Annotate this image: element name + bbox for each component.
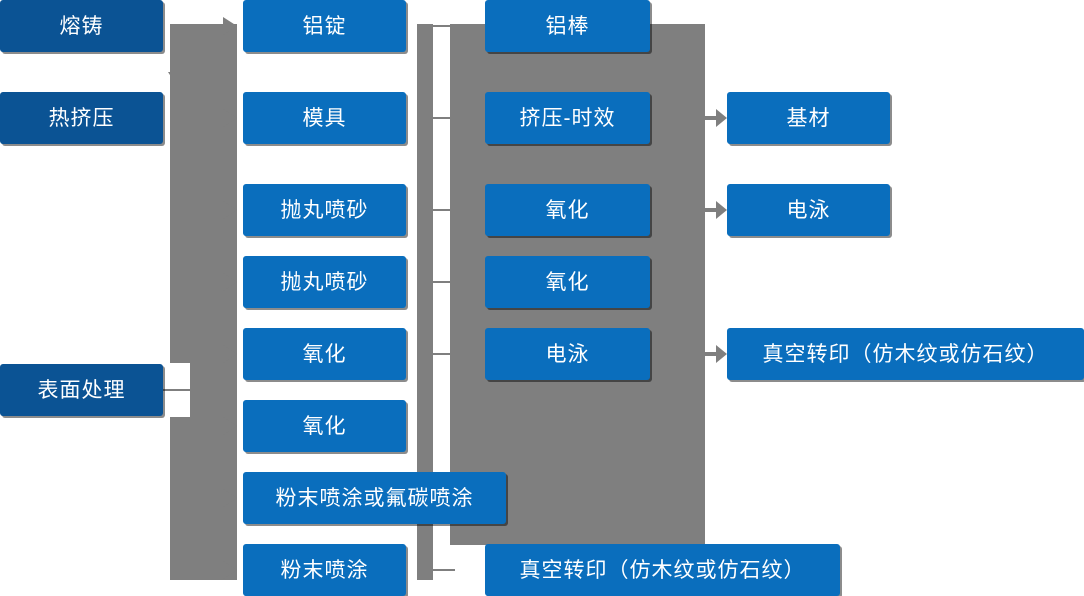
res-oxidation-1-label: 氧化 <box>545 198 590 222</box>
op-oxidation-2-label: 氧化 <box>302 414 347 438</box>
res-vacuum-transfer-mid[interactable]: 真空转印（仿木纹或仿石纹） <box>485 544 840 596</box>
stage-surface-finish-label: 表面处理 <box>37 378 126 402</box>
stage-hot-extrusion[interactable]: 热挤压 <box>0 92 163 144</box>
bus-arrowhead-6 <box>223 417 237 435</box>
op-oxidation-1-label: 氧化 <box>302 342 347 366</box>
arrow-to-substrate <box>705 109 727 127</box>
res-electrophoresis[interactable]: 电泳 <box>485 328 650 380</box>
bus-arrowhead-7 <box>223 489 237 507</box>
stage-melt-cast[interactable]: 熔铸 <box>0 0 163 52</box>
res-vacuum-transfer-mid-label: 真空转印（仿木纹或仿石纹） <box>519 558 806 582</box>
connector-tick-2 <box>431 117 455 119</box>
op-powder-coating[interactable]: 粉末喷涂 <box>243 544 406 596</box>
stage-surface-finish[interactable]: 表面处理 <box>0 364 163 416</box>
bus-arrowhead-5 <box>223 345 237 363</box>
op-shot-blast-1-label: 抛丸喷砂 <box>280 198 369 222</box>
out-substrate-label: 基材 <box>786 106 831 130</box>
out-vacuum-transfer[interactable]: 真空转印（仿木纹或仿石纹） <box>727 328 1084 380</box>
res-oxidation-2[interactable]: 氧化 <box>485 256 650 308</box>
stage-hot-extrusion-label: 热挤压 <box>48 106 115 130</box>
connector-surface-to-bus <box>163 389 191 391</box>
connector-tick-4 <box>431 281 455 283</box>
res-electrophoresis-label: 电泳 <box>545 342 590 366</box>
op-die-mold[interactable]: 模具 <box>243 92 406 144</box>
op-shot-blast-2-label: 抛丸喷砂 <box>280 270 369 294</box>
res-extrusion-aging[interactable]: 挤压-时效 <box>485 92 650 144</box>
op-shot-blast-1[interactable]: 抛丸喷砂 <box>243 184 406 236</box>
op-oxidation-1[interactable]: 氧化 <box>243 328 406 380</box>
bus-arrowhead-3 <box>223 201 237 219</box>
stage-melt-cast-label: 熔铸 <box>59 14 104 38</box>
out-electrophoresis[interactable]: 电泳 <box>727 184 890 236</box>
out-electrophoresis-label: 电泳 <box>786 198 831 222</box>
bus-arrowhead-4 <box>223 273 237 291</box>
op-aluminum-ingot[interactable]: 铝锭 <box>243 0 406 52</box>
op-shot-blast-2[interactable]: 抛丸喷砂 <box>243 256 406 308</box>
connector-tick-3 <box>431 209 455 211</box>
op-oxidation-2[interactable]: 氧化 <box>243 400 406 452</box>
arrow-to-electrophoresis <box>705 201 727 219</box>
op-die-mold-label: 模具 <box>302 106 347 130</box>
connector-tick-6 <box>431 569 455 571</box>
op-powder-or-pvdf[interactable]: 粉末喷涂或氟碳喷涂 <box>243 472 506 524</box>
res-oxidation-2-label: 氧化 <box>545 270 590 294</box>
bus-arrowhead-8 <box>223 561 237 579</box>
bus-arrowhead-2 <box>223 109 237 127</box>
out-substrate[interactable]: 基材 <box>727 92 890 144</box>
bus-arrowhead-1 <box>223 17 237 35</box>
connector-mid-thin-bar-upper <box>417 24 433 494</box>
out-vacuum-transfer-label: 真空转印（仿木纹或仿石纹） <box>762 342 1049 366</box>
res-oxidation-1[interactable]: 氧化 <box>485 184 650 236</box>
op-aluminum-ingot-label: 铝锭 <box>302 14 347 38</box>
arrow-to-vacuum-transfer <box>705 345 727 363</box>
res-aluminum-bar-label: 铝棒 <box>545 14 590 38</box>
op-powder-or-pvdf-label: 粉末喷涂或氟碳喷涂 <box>275 486 474 510</box>
connector-tick-1 <box>431 25 455 27</box>
res-extrusion-aging-label: 挤压-时效 <box>519 106 616 130</box>
connector-mid-thin-bar-lower <box>417 508 433 580</box>
res-aluminum-bar[interactable]: 铝棒 <box>485 0 650 52</box>
connector-tick-5 <box>431 353 455 355</box>
op-powder-coating-label: 粉末喷涂 <box>280 558 369 582</box>
